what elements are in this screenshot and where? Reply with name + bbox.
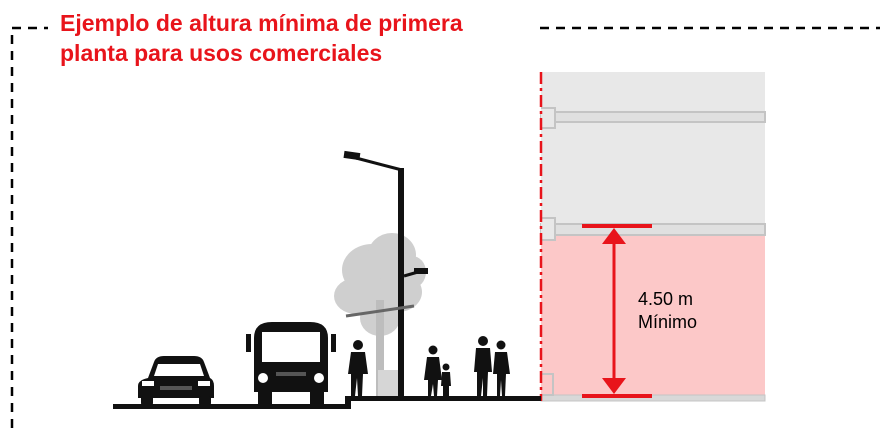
street-lamp-icon xyxy=(343,150,428,396)
commercial-ground-floor xyxy=(541,235,765,395)
bus-icon xyxy=(246,322,336,406)
curb xyxy=(345,396,351,409)
slab-ground-floor xyxy=(540,394,766,402)
diagram-title: Ejemplo de altura mínima de primera plan… xyxy=(60,8,530,68)
title-line-2: planta para usos comerciales xyxy=(60,40,383,66)
pedestrian-icon xyxy=(348,340,368,396)
facade-bracket xyxy=(541,107,556,129)
height-dimension xyxy=(582,224,652,398)
car-icon xyxy=(138,356,214,405)
arrow-down-icon xyxy=(602,378,626,394)
slab-upper xyxy=(540,111,766,123)
dashed-frame xyxy=(10,26,880,428)
dimension-value: 4.50 m xyxy=(638,289,694,309)
upper-floors xyxy=(541,72,765,224)
facade-bracket xyxy=(541,373,554,396)
title-line-1: Ejemplo de altura mínima de primera xyxy=(60,10,463,36)
road-surface xyxy=(113,404,348,409)
dimension-label: 4.50 m Mínimo xyxy=(638,288,697,334)
arrow-up-icon xyxy=(602,228,626,244)
slab-ground-floor-ceiling xyxy=(540,223,766,236)
sidewalk-surface xyxy=(345,396,541,401)
ground xyxy=(113,396,541,409)
facade-bracket xyxy=(541,217,556,241)
building xyxy=(539,72,766,402)
dimension-note: Mínimo xyxy=(638,312,698,332)
pedestrian-group-icon xyxy=(424,336,510,396)
